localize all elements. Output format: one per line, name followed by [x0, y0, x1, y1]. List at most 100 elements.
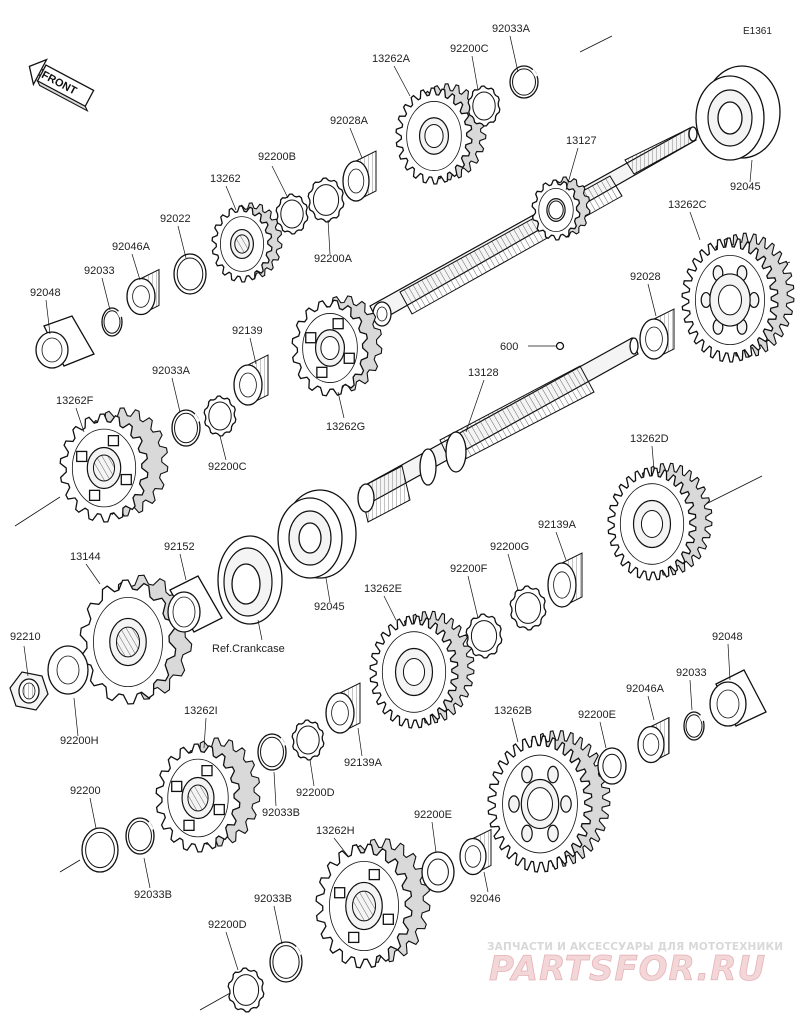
leader-line — [171, 377, 181, 413]
leader-line — [467, 575, 479, 619]
watermark-tagline: ЗАПЧАСТИ И АКСЕССУАРЫ ДЛЯ МОТОТЕХНИКИ — [487, 941, 783, 953]
collar-92048-top — [35, 315, 95, 369]
washer-92022 — [173, 253, 207, 295]
leader-line — [465, 379, 485, 433]
leader-line — [309, 759, 315, 787]
leader-line — [143, 857, 151, 889]
needle-bearing-92139A-mid — [325, 682, 361, 734]
label-92200C-mid: 92200C — [208, 461, 247, 473]
label-13262I: 13262I — [184, 705, 218, 717]
gear-13262I — [155, 737, 261, 853]
leader-line — [327, 219, 331, 255]
circlip-92033B-left — [125, 817, 155, 855]
gear-13262F — [59, 407, 169, 523]
washer-92200 — [81, 827, 119, 873]
gear-13262H — [315, 838, 431, 969]
gear-13262A — [395, 83, 487, 185]
leader-line — [325, 577, 331, 603]
bushing-92139 — [233, 354, 269, 406]
washer-92200E-right — [597, 747, 627, 785]
label-92033-right: 92033 — [676, 667, 707, 679]
collar-92048-right — [709, 669, 767, 727]
leader-line — [89, 797, 97, 829]
leader-line — [75, 407, 85, 433]
label-92200E-right: 92200E — [578, 709, 616, 721]
label-92033-top: 92033 — [84, 265, 115, 277]
label-92033B-left: 92033B — [134, 889, 172, 901]
leader-line — [555, 531, 567, 561]
part-600-marker — [528, 341, 565, 351]
label-92046A-right: 92046A — [626, 683, 665, 695]
needle-bearings — [126, 150, 675, 876]
label-92200H: 92200H — [60, 735, 99, 747]
needle-bearing-92139A-right — [547, 552, 583, 608]
leader-line — [647, 695, 655, 721]
gear-13127-integral — [531, 176, 591, 241]
leader-line — [45, 299, 51, 335]
label-92046A-top: 92046A — [112, 241, 151, 253]
leader-lines — [23, 35, 753, 971]
label-92200E-bottom: 92200E — [414, 809, 452, 821]
label-13262C: 13262C — [668, 199, 707, 211]
washer-92200H — [47, 645, 89, 695]
leader-line — [225, 931, 239, 971]
label-13262B: 13262B — [494, 705, 532, 717]
watermark-logo: PARTSFOR.RU — [489, 949, 766, 989]
sprocket-13144 — [79, 574, 193, 705]
leader-line — [131, 253, 141, 281]
label-92033A-top: 92033A — [492, 23, 531, 35]
oil-seal-92152 — [217, 535, 283, 625]
label-92045-top: 92045 — [730, 181, 761, 193]
label-600: 600 — [500, 341, 518, 353]
leader-line — [225, 185, 237, 211]
leader-line — [179, 553, 187, 581]
label-92200D-mid: 92200D — [296, 787, 335, 799]
gear-13262C — [681, 232, 795, 363]
washer-92200C-mid — [203, 395, 237, 437]
washer-92200B — [275, 193, 309, 235]
gear-13262E — [369, 610, 475, 729]
bearing-92045-top — [695, 65, 781, 161]
label-13262E: 13262E — [364, 583, 402, 595]
needle-bearing-92046A-right — [637, 716, 670, 764]
watermark: ЗАПЧАСТИ И АКСЕССУАРЫ ДЛЯ МОТОТЕХНИКИ PA… — [487, 941, 783, 989]
leader-line — [647, 283, 657, 317]
leader-line — [271, 165, 289, 199]
label-13128: 13128 — [468, 367, 499, 379]
label-92200G: 92200G — [490, 541, 529, 553]
label-92200D-bottom: 92200D — [208, 919, 247, 931]
gear-13262D — [607, 462, 713, 581]
leader-line — [599, 721, 607, 749]
label-13144: 13144 — [70, 551, 101, 563]
leader-line — [337, 391, 345, 419]
leader-line — [383, 595, 397, 621]
rings-and-washers — [81, 65, 705, 1013]
label-92139: 92139 — [232, 325, 263, 337]
leader-line — [431, 821, 437, 853]
label-13262: 13262 — [210, 173, 241, 185]
label-92139A-mid: 92139A — [344, 757, 383, 769]
label-92048-top: 92048 — [30, 287, 61, 299]
label-13127: 13127 — [566, 135, 597, 147]
washer-92200C-top — [467, 85, 501, 127]
leader-line — [689, 211, 701, 241]
diagram-code: E1361 — [743, 26, 772, 37]
label-92033B-mid: 92033B — [262, 807, 300, 819]
leader-line — [177, 225, 187, 259]
leader-line — [507, 553, 519, 591]
label-92139A-right: 92139A — [538, 519, 577, 531]
leader-line — [357, 727, 363, 757]
needle-bearing-92028A — [342, 150, 377, 202]
label-92045-mid: 92045 — [314, 601, 345, 613]
label-92200C-top: 92200C — [450, 43, 489, 55]
label-92210: 92210 — [10, 631, 41, 643]
leader-line — [249, 337, 257, 365]
label-92152: 92152 — [164, 541, 195, 553]
leader-line — [257, 619, 263, 641]
shaft-13128 — [357, 337, 639, 523]
label-92200A: 92200A — [314, 253, 353, 265]
label-92200F: 92200F — [450, 563, 488, 575]
washer-92200F — [465, 613, 503, 659]
